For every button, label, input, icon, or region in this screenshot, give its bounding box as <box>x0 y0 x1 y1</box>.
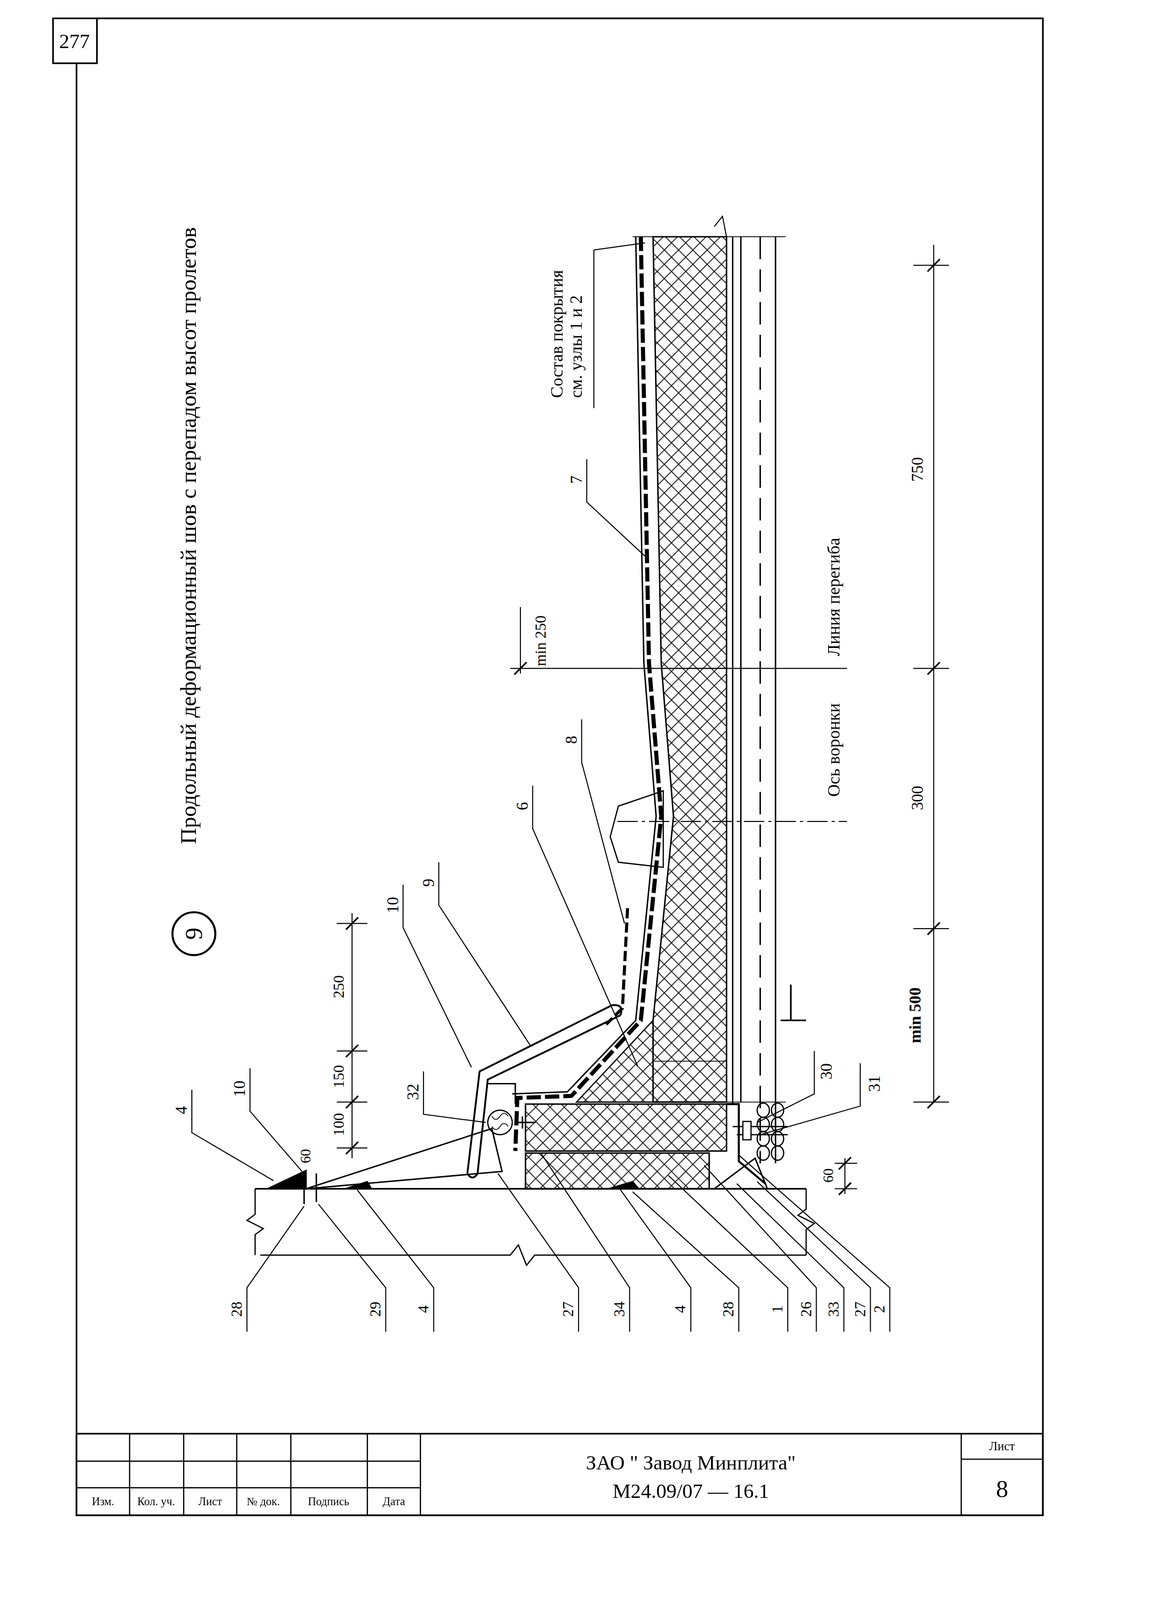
dimension: 100 <box>330 1111 348 1137</box>
callout-number: 31 <box>865 1073 884 1093</box>
note: Ось воронки <box>825 701 845 798</box>
callout-number: 29 <box>367 1300 385 1318</box>
table-cell: 8 <box>996 1474 1009 1502</box>
page-number: 277 <box>59 29 90 53</box>
callout-number: 28 <box>228 1300 246 1318</box>
dimension: 750 <box>908 455 927 483</box>
callout-number: 28 <box>720 1300 738 1318</box>
callout-number: 6 <box>513 800 532 811</box>
callout-number: 30 <box>817 1062 836 1081</box>
callout-number: 7 <box>567 474 586 485</box>
callout-number: 10 <box>384 895 402 914</box>
dimension: 150 <box>330 1063 348 1090</box>
callout-number: 27 <box>559 1300 577 1318</box>
table-cell: Подпись <box>308 1494 350 1507</box>
callout-number: 4 <box>415 1303 433 1314</box>
detail-circle: 9 <box>171 910 217 956</box>
table-cell: Лист <box>989 1439 1015 1453</box>
table-cell: Кол. уч. <box>137 1494 175 1507</box>
dimension: 60 <box>298 1147 315 1165</box>
note: Линия перегиба <box>825 536 845 657</box>
callout-number: 33 <box>825 1300 843 1318</box>
callout-number: 26 <box>797 1300 815 1318</box>
callout-number: 4 <box>672 1303 689 1314</box>
dimension: min 500 <box>906 986 925 1044</box>
table-cell: Изм. <box>92 1494 115 1507</box>
table-cell: Дата <box>382 1494 406 1507</box>
detail-number: 9 <box>180 927 208 940</box>
table-cell: ЗАО " Завод Минплита" <box>585 1450 796 1474</box>
table-cell: Лист <box>198 1494 223 1507</box>
callout-number: 32 <box>404 1082 423 1101</box>
dimension: min 250 <box>532 614 550 667</box>
drawing-title: Продольный деформационный шов с перепадо… <box>176 226 201 846</box>
callout-number: 1 <box>769 1303 786 1314</box>
dimension: 60 <box>820 1166 837 1184</box>
table-cell: М24.09/07 — 16.1 <box>612 1479 770 1502</box>
callout-number: 2 <box>871 1303 889 1314</box>
callout-number: 10 <box>230 1079 249 1098</box>
callout-number: 9 <box>419 877 438 888</box>
callout-number: 4 <box>172 1104 191 1115</box>
table-cell: № док. <box>246 1494 280 1507</box>
callout-number: 27 <box>851 1300 869 1318</box>
dimension: 250 <box>330 973 348 999</box>
callout-number: 8 <box>562 734 581 745</box>
dimension: 300 <box>908 784 927 812</box>
note: Состав покрытия см. узлы 1 и 2 <box>548 258 587 400</box>
callout-number: 34 <box>611 1300 629 1318</box>
